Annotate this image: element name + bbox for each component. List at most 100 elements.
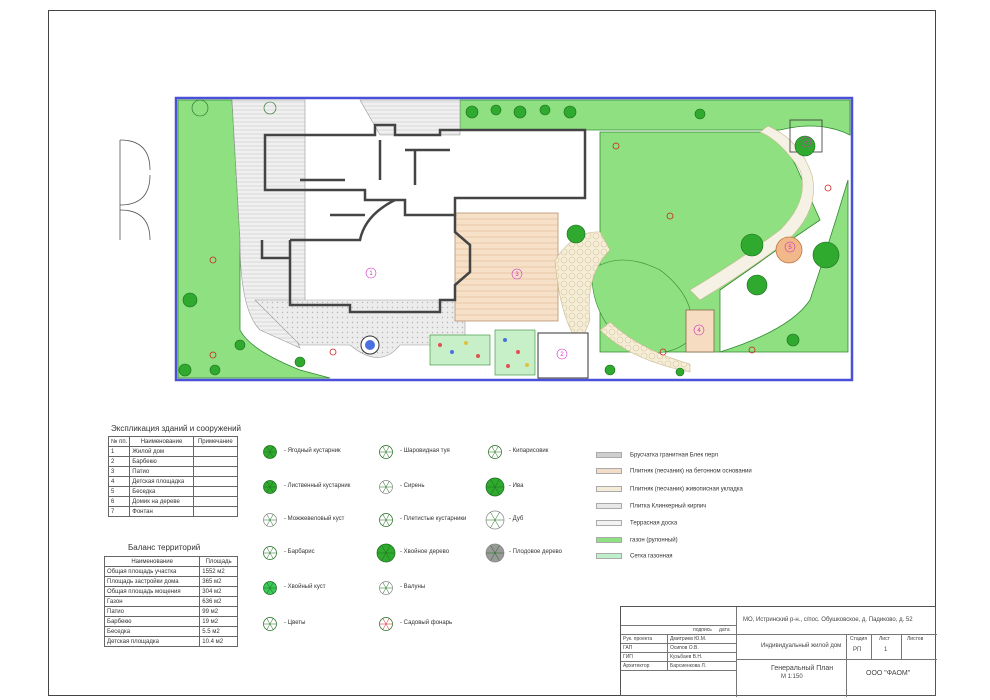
table-header: Примечание — [192, 436, 239, 447]
material-legend-item: Плитняк (песчаник) живописная укладка — [596, 486, 743, 493]
table-header: Наименование — [103, 556, 201, 567]
stamp-stage-header: Листов — [907, 636, 924, 642]
material-legend-item: Плитняк (песчаник) на бетонном основании — [596, 468, 752, 475]
table-cell: 4 — [107, 476, 131, 487]
stamp-sheet-title: Генеральный План — [771, 665, 834, 672]
legend-label: - Хвойное дерево — [400, 549, 450, 555]
table-cell: 99 м2 — [199, 606, 238, 617]
stamp-name: Барсиенкова Л. — [670, 663, 707, 669]
material-label: Террасная доска — [630, 520, 678, 527]
material-legend-item: Плитка Клинкерный кирпич — [596, 503, 706, 510]
svg-text:2: 2 — [560, 352, 564, 358]
willow-icon — [485, 477, 505, 497]
table-cell: Домик на дереве — [129, 496, 194, 507]
material-swatch — [596, 503, 622, 509]
stamp-scale: М 1:150 — [781, 674, 803, 680]
conifer-shrub-icon — [263, 581, 277, 595]
table-cell: 1552 м2 — [199, 566, 238, 577]
table-cell: 1 — [107, 446, 131, 457]
table-cell: 7 — [107, 506, 131, 517]
thuja-icon — [379, 445, 393, 459]
svg-text:5: 5 — [788, 245, 792, 251]
buildings-table-title: Экспликация зданий и сооружений — [111, 424, 242, 433]
legend-label: - Цветы — [284, 620, 306, 626]
legend-label: - Садовый фонарь — [400, 620, 453, 626]
table-cell: Газон — [103, 596, 201, 607]
material-swatch — [596, 520, 622, 526]
stamp-stage-header: Лист — [879, 636, 890, 642]
boulder-icon — [379, 581, 393, 595]
table-cell: Барбекю — [103, 616, 201, 627]
svg-text:3: 3 — [515, 272, 519, 278]
lawn-north — [459, 99, 851, 136]
table-cell: Жилой дом — [129, 446, 194, 457]
lawn-southeast — [719, 179, 849, 353]
drawing-frame — [48, 10, 936, 696]
material-swatch — [596, 468, 622, 474]
material-swatch — [596, 553, 622, 559]
stamp-name: Осипов О.В. — [670, 645, 699, 651]
stamp-role: ГАП — [623, 645, 633, 651]
lawn-west — [177, 99, 331, 379]
legend-label: - Сирень — [400, 483, 425, 489]
flower-beds — [429, 329, 536, 376]
title-block: подпись дата МО, Истринский р-н., с/пос.… — [620, 606, 937, 697]
table-cell: 2 — [107, 456, 131, 467]
lilac-icon — [379, 480, 393, 494]
table-cell: 6 — [107, 496, 131, 507]
legend-label: - Можжевеловый куст — [284, 516, 345, 522]
legend-label: - Ягодный кустарник — [284, 448, 341, 454]
balance-table-title: Баланс территорий — [128, 543, 201, 552]
material-label: Плитняк (песчаник) на бетонном основании — [630, 468, 752, 475]
legend-label: - Ива — [509, 483, 524, 489]
berry-shrub-icon — [263, 445, 277, 459]
table-cell: Беседка — [103, 626, 201, 637]
table-cell: 5 — [107, 486, 131, 497]
material-swatch — [596, 537, 622, 543]
table-cell: Патио — [129, 466, 194, 477]
stamp-name: Дмитриев Ю.М. — [670, 636, 707, 642]
table-header: № пп. — [107, 436, 131, 447]
oak-icon — [485, 510, 505, 530]
table-cell: 365 м2 — [199, 576, 238, 587]
trees — [178, 99, 840, 377]
material-legend-item: Террасная доска — [596, 520, 677, 527]
stamp-col-header: дата — [719, 627, 730, 633]
material-label: газон (рулонный) — [630, 537, 678, 544]
stamp-project: Индивидуальный жилой дом — [761, 643, 842, 649]
entry-gates — [119, 139, 151, 241]
table-cell: Детская площадка — [129, 476, 194, 487]
legend-label: - Лиственный кустарник — [284, 483, 351, 489]
cypress-icon — [488, 445, 502, 459]
stamp-name: Кузьбаев В.Н. — [670, 654, 703, 660]
svg-text:4: 4 — [697, 328, 701, 334]
legend-label: - Кипарисовик — [509, 448, 549, 454]
stamp-company: ООО "ФАОМ" — [866, 670, 911, 677]
material-legend-item: Сетка газонная — [596, 553, 673, 560]
table-cell: Детская площадка — [103, 636, 201, 647]
flowers-icon — [263, 617, 277, 631]
material-legend-item: газон (рулонный) — [596, 537, 678, 544]
table-cell: 5.5 м2 — [199, 626, 238, 637]
material-swatch — [596, 452, 622, 458]
legend-label: - Шаровидная туя — [400, 448, 450, 454]
stamp-sheet-value: 1 — [884, 647, 888, 653]
stamp-col-header: подпись — [693, 627, 712, 633]
legend-label: - Плодовое дерево — [509, 549, 563, 555]
table-cell: Беседка — [129, 486, 194, 497]
table-cell: 304 м2 — [199, 586, 238, 597]
table-cell: 10.4 м2 — [199, 636, 238, 647]
table-cell — [192, 506, 239, 517]
legend-label: - Хвойный куст — [284, 584, 326, 590]
stamp-role: Рук. проекта — [623, 636, 653, 642]
